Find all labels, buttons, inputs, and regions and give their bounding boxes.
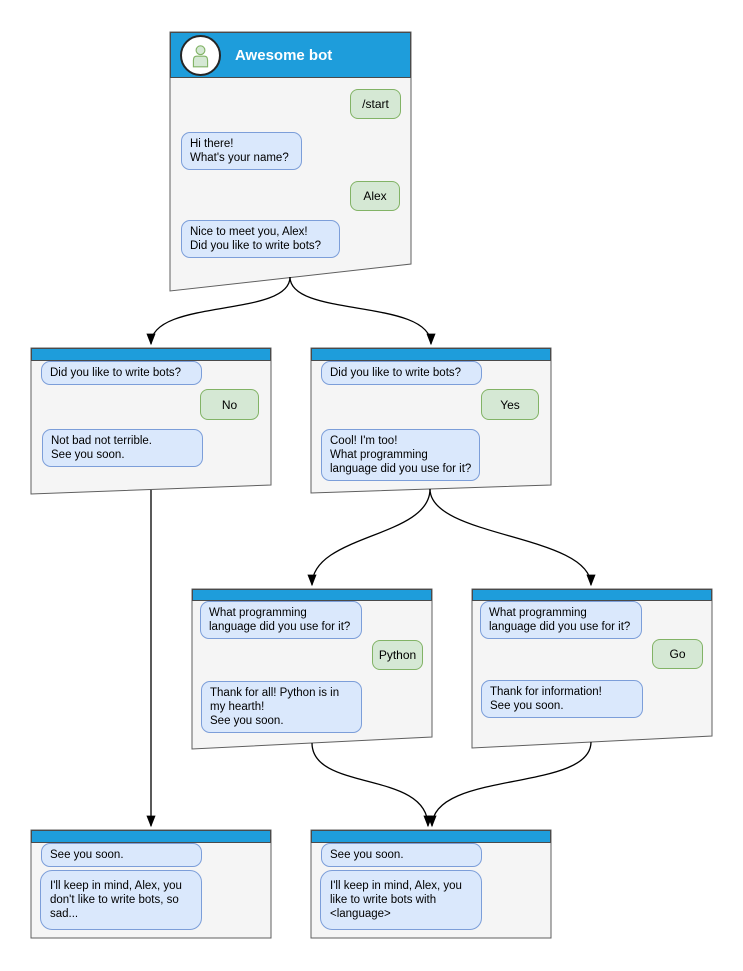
window-titlebar-no (31, 348, 271, 361)
user-message-bubble: Yes (481, 389, 539, 420)
window-titlebar-yes (311, 348, 551, 361)
edge-go-to-end (427, 741, 592, 828)
edge-yes-to-go (429, 488, 596, 587)
window-titlebar-go (472, 589, 712, 601)
bot-message-bubble: Cool! I'm too! What programming language… (321, 429, 480, 481)
user-message-bubble: /start (350, 89, 401, 119)
edge-start-to-no (146, 276, 291, 346)
bot-message-bubble: See you soon. (41, 843, 202, 867)
chat-title: Awesome bot (235, 46, 333, 64)
window-titlebar-end-yes (311, 830, 551, 843)
avatar (180, 34, 221, 76)
main-window-titlebar: Awesome bot (170, 32, 411, 78)
user-message-bubble: Python (372, 640, 423, 670)
person-icon (192, 44, 209, 67)
bot-message-bubble: Thank for all! Python is in my hearth! S… (201, 681, 362, 733)
user-message-bubble: Alex (350, 181, 400, 211)
bot-message-bubble: Nice to meet you, Alex! Did you like to … (181, 220, 340, 258)
bot-message-bubble: I'll keep in mind, Alex, you like to wri… (320, 870, 482, 930)
bot-message-bubble: Did you like to write bots? (321, 361, 482, 385)
edge-start-to-yes (289, 276, 436, 346)
bot-message-bubble: Hi there! What's your name? (181, 132, 302, 170)
bot-message-bubble: See you soon. (321, 843, 482, 867)
bot-message-bubble: What programming language did you use fo… (200, 601, 362, 639)
bot-message-bubble: I'll keep in mind, Alex, you don't like … (40, 870, 202, 930)
user-message-bubble: Go (652, 639, 703, 669)
user-message-bubble: No (200, 389, 259, 420)
bot-message-bubble: Not bad not terrible. See you soon. (42, 429, 203, 467)
window-titlebar-end-no (31, 830, 271, 843)
bot-message-bubble: Did you like to write bots? (41, 361, 202, 385)
bot-message-bubble: What programming language did you use fo… (480, 601, 642, 639)
edge-yes-to-python (307, 488, 431, 587)
bot-message-bubble: Thank for information! See you soon. (481, 680, 643, 718)
window-titlebar-python (192, 589, 432, 601)
edge-python-to-end (311, 742, 433, 828)
